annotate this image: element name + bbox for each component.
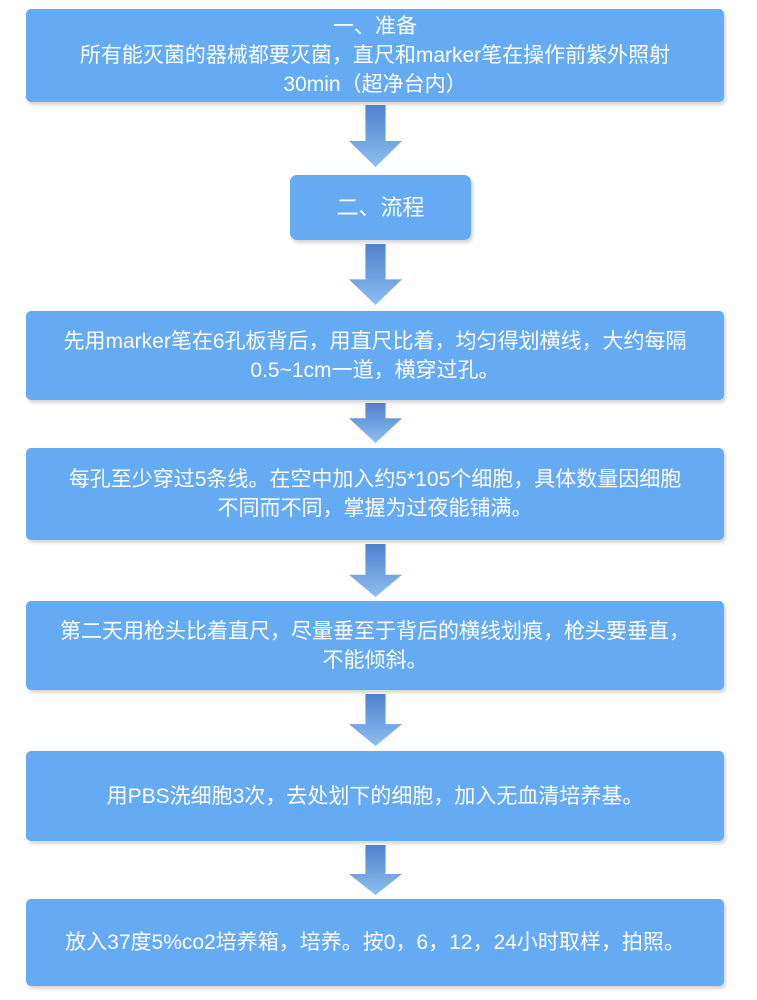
box-text-line: 一、准备 bbox=[333, 15, 417, 38]
down-arrow-icon bbox=[349, 403, 402, 443]
down-arrow-icon bbox=[349, 845, 402, 895]
box-text-line: 先用marker笔在6孔板背后，用直尺比着，均匀得划横线，大约每隔 bbox=[63, 329, 687, 353]
down-arrow-icon bbox=[349, 244, 402, 305]
box-text-line: 30min（超净台内） bbox=[283, 73, 467, 96]
flow-box-step-wash: 用PBS洗细胞3次，去处划下的细胞，加入无血清培养基。 bbox=[26, 751, 724, 841]
box-text-line: 用PBS洗细胞3次，去处划下的细胞，加入无血清培养基。 bbox=[106, 784, 644, 808]
box-text-line: 不同而不同，掌握为过夜能铺满。 bbox=[217, 497, 533, 520]
flow-box-step-scratch: 第二天用枪头比着直尺，尽量垂至于背后的横线划痕，枪头要垂直， 不能倾斜。 bbox=[26, 601, 724, 690]
flow-box-step-seed-cells: 每孔至少穿过5条线。在空中加入约5*105个细胞，具体数量因细胞 不同而不同，掌… bbox=[26, 448, 724, 540]
down-arrow-icon bbox=[349, 544, 402, 597]
box-text-line: 每孔至少穿过5条线。在空中加入约5*105个细胞，具体数量因细胞 bbox=[68, 468, 682, 491]
box-text-line: 二、流程 bbox=[336, 195, 425, 220]
down-arrow-icon bbox=[349, 105, 402, 167]
flow-box-step-draw-lines: 先用marker笔在6孔板背后，用直尺比着，均匀得划横线，大约每隔 0.5~1c… bbox=[26, 311, 724, 400]
flow-box-prepare: 一、准备 所有能灭菌的器械都要灭菌，直尺和marker笔在操作前紫外照射 30m… bbox=[26, 9, 724, 102]
box-text-line: 0.5~1cm一道，横穿过孔。 bbox=[250, 358, 500, 382]
box-text-line: 不能倾斜。 bbox=[322, 648, 428, 672]
box-text-line: 所有能灭菌的器械都要灭菌，直尺和marker笔在操作前紫外照射 bbox=[79, 44, 671, 67]
down-arrow-icon bbox=[349, 694, 402, 746]
flow-box-process-title: 二、流程 bbox=[290, 175, 471, 240]
flow-box-step-incubate: 放入37度5%co2培养箱，培养。按0，6，12，24小时取样，拍照。 bbox=[26, 899, 724, 986]
box-text-line: 第二天用枪头比着直尺，尽量垂至于背后的横线划痕，枪头要垂直， bbox=[60, 619, 690, 643]
box-text-line: 放入37度5%co2培养箱，培养。按0，6，12，24小时取样，拍照。 bbox=[65, 931, 685, 954]
